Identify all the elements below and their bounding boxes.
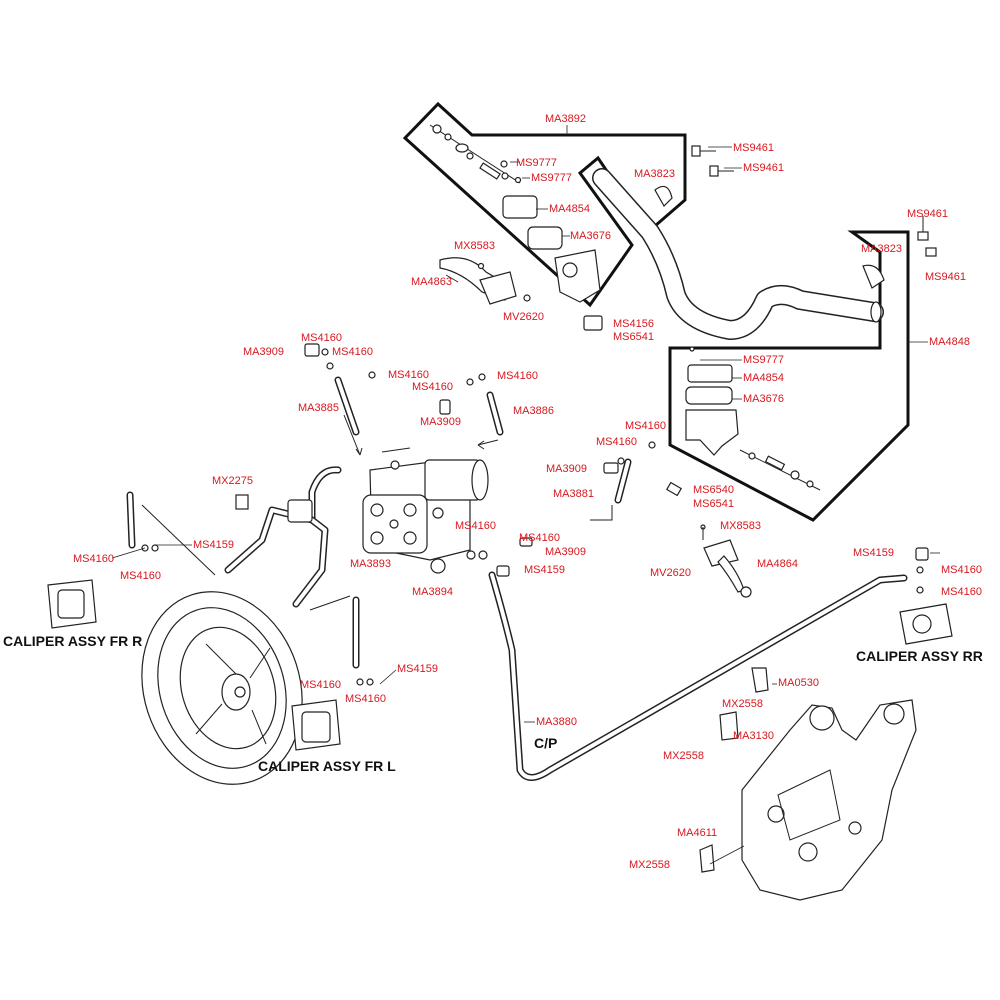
label-mv2620-b: MV2620	[650, 567, 691, 579]
label-mx2558-c: MX2558	[629, 859, 670, 871]
label-ms4160-a: MS4160	[301, 332, 342, 344]
caliper-fr-l	[291, 699, 341, 751]
label-ms4160-h: MS4160	[73, 553, 114, 565]
label-ma4848: MA4848	[929, 336, 970, 348]
label-ms4160-l: MS4160	[300, 679, 341, 691]
label-ma4864: MA4864	[757, 558, 798, 570]
brake-hoses	[126, 376, 908, 781]
front-master-internals	[429, 124, 601, 303]
label-ms4160-n: MS4160	[941, 564, 982, 576]
bolts	[691, 145, 937, 257]
leader-lines	[111, 125, 940, 865]
label-ms9461-c: MS9461	[907, 208, 948, 220]
label-ma4611: MA4611	[677, 827, 718, 839]
label-ma4863: MA4863	[411, 276, 452, 288]
label-ms4160-j: MS4160	[455, 520, 496, 532]
master-cylinder-front	[554, 249, 601, 303]
label-ms4160-k: MS4160	[519, 532, 560, 544]
direction-arrows	[141, 414, 613, 611]
front-brake-lever	[439, 257, 603, 331]
label-ms4160-o: MS4160	[941, 586, 982, 598]
diaphragm-front	[527, 226, 563, 250]
reservoir-cover-front	[502, 195, 538, 219]
caption-caliper-fr-r: CALIPER ASSY FR R	[3, 633, 143, 649]
caliper-rr	[899, 603, 953, 645]
label-ma3894: MA3894	[412, 586, 453, 598]
label-ma3909-d: MA3909	[545, 546, 586, 558]
label-mx2275: MX2275	[212, 475, 253, 487]
label-ms4160-i: MS4160	[120, 570, 161, 582]
label-ma4854-a: MA4854	[549, 203, 590, 215]
label-ms9461-a: MS9461	[733, 142, 774, 154]
label-ma3909-c: MA3909	[546, 463, 587, 475]
caption-cp: C/P	[534, 735, 558, 751]
label-ma3676-b: MA3676	[743, 393, 784, 405]
label-ms6540: MS6540	[693, 484, 734, 496]
small-fittings	[304, 343, 929, 594]
rear-master-internals	[685, 346, 821, 491]
caption-caliper-rr: CALIPER ASSY RR	[856, 648, 983, 664]
label-ma3885: MA3885	[298, 402, 339, 414]
label-ma3893: MA3893	[350, 558, 391, 570]
label-ma3909-a: MA3909	[243, 346, 284, 358]
label-mx8583-a: MX8583	[454, 240, 495, 252]
label-ma3881: MA3881	[553, 488, 594, 500]
label-ms4159-a: MS4159	[193, 539, 234, 551]
front-wheel	[141, 591, 303, 785]
kit-frame-handlebar	[668, 230, 910, 522]
label-ma3130: MA3130	[733, 730, 774, 742]
label-mx2558-b: MX2558	[663, 750, 704, 762]
label-ms4159-c: MS4159	[397, 663, 438, 675]
label-ms9461-b: MS9461	[743, 162, 784, 174]
label-ma3676-a: MA3676	[570, 230, 611, 242]
label-ms4160-c: MS4160	[388, 369, 429, 381]
label-ms9461-d: MS9461	[925, 271, 966, 283]
label-ms9777-a: MS9777	[516, 157, 557, 169]
label-ma3823-b: MA3823	[861, 243, 902, 255]
label-ms4160-e: MS4160	[497, 370, 538, 382]
abs-modulator	[362, 459, 489, 574]
label-ms6541-b: MS6541	[693, 498, 734, 510]
rear-bracket	[699, 667, 917, 901]
label-ma0530: MA0530	[778, 677, 819, 689]
label-ms9777-b: MS9777	[531, 172, 572, 184]
label-ms4160-f: MS4160	[625, 420, 666, 432]
label-mv2620-a: MV2620	[503, 311, 544, 323]
label-ma3880: MA3880	[536, 716, 577, 728]
label-ms4160-d: MS4160	[412, 381, 453, 393]
label-mx2558-a: MX2558	[722, 698, 763, 710]
label-ms4159-b: MS4159	[524, 564, 565, 576]
caliper-fr-r	[47, 579, 97, 629]
label-ma3886: MA3886	[513, 405, 554, 417]
label-ms4159-d: MS4159	[853, 547, 894, 559]
label-ma3823-a: MA3823	[634, 168, 675, 180]
label-ma3892: MA3892	[545, 113, 586, 125]
label-ms4160-m: MS4160	[345, 693, 386, 705]
label-ms4160-g: MS4160	[596, 436, 637, 448]
label-ms4156: MS4156	[613, 318, 654, 330]
label-mx8583-b: MX8583	[720, 520, 761, 532]
label-ms9777-c: MS9777	[743, 354, 784, 366]
label-ms4160-b: MS4160	[332, 346, 373, 358]
label-ms6541-a: MS6541	[613, 331, 654, 343]
rear-brake-lever	[665, 481, 752, 598]
label-ma3909-b: MA3909	[420, 416, 461, 428]
caption-caliper-fr-l: CALIPER ASSY FR L	[258, 758, 396, 774]
label-ma4854-b: MA4854	[743, 372, 784, 384]
